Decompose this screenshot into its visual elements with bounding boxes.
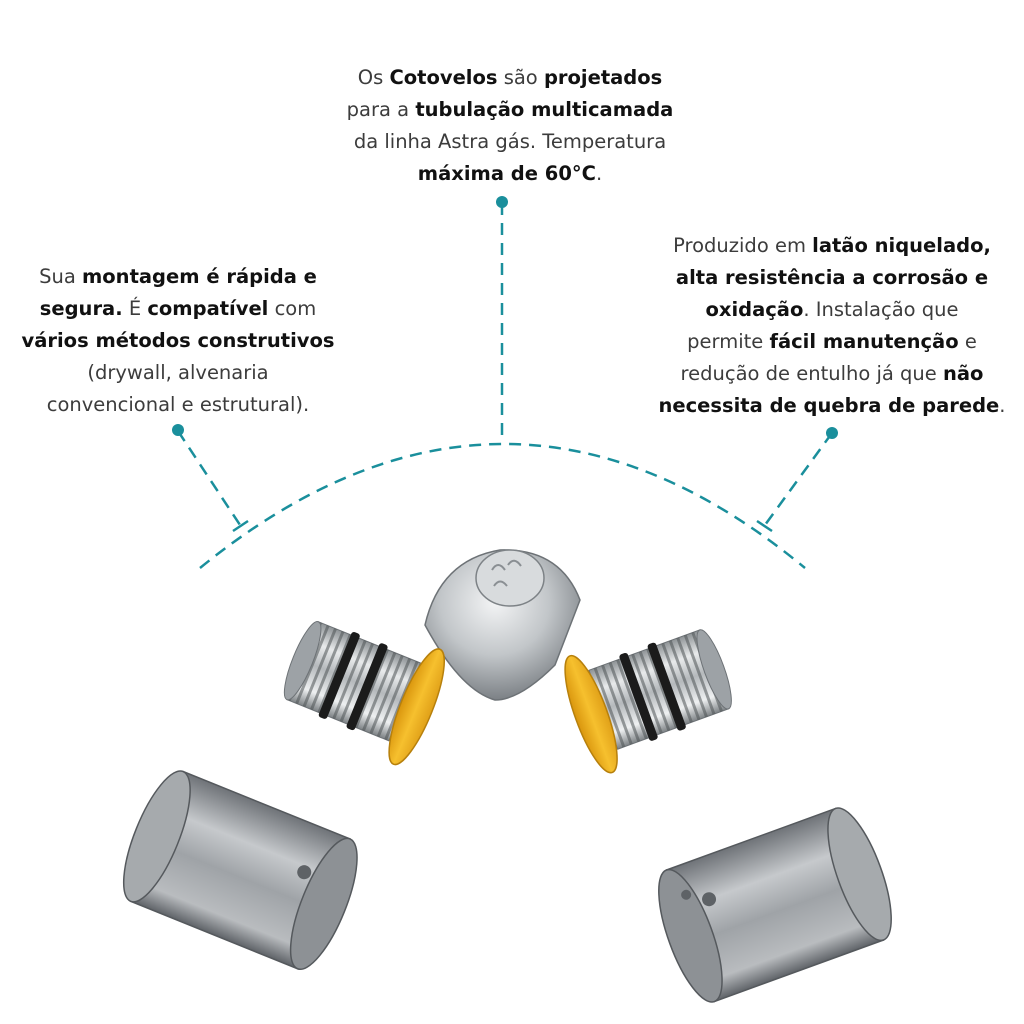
bold-text: Cotovelos: [389, 66, 498, 89]
bold-text: não: [943, 362, 984, 385]
bold-text: vários métodos construtivos: [21, 329, 335, 352]
connector-dot-left: [172, 424, 184, 436]
callout-line: convencional e estrutural).: [0, 389, 356, 421]
text: e: [958, 330, 977, 353]
callout-line: redução de entulho já que não: [640, 358, 1024, 390]
bold-text: montagem é rápida e: [81, 265, 317, 288]
text: com: [268, 297, 317, 320]
text: Os: [357, 66, 390, 89]
text: .: [595, 162, 603, 185]
bold-text: segura.: [39, 297, 123, 320]
callout-line: segura. É compatível com: [0, 293, 356, 325]
text: É: [122, 297, 148, 320]
text: redução de entulho já que: [680, 362, 943, 385]
bold-text: latão niquelado,: [812, 234, 991, 257]
bold-text: oxidação: [705, 298, 804, 321]
text: Sua: [39, 265, 82, 288]
connector-dot-right: [826, 427, 838, 439]
text: (drywall, alvenaria: [87, 361, 269, 384]
bold-text: projetados: [543, 66, 663, 89]
callout-line: (drywall, alvenaria: [0, 357, 356, 389]
callout-line: para a tubulação multicamada: [300, 94, 720, 126]
text: .: [999, 394, 1006, 417]
text: para a: [346, 98, 416, 121]
text: são: [497, 66, 544, 89]
bold-text: fácil manutenção: [769, 330, 959, 353]
connector-left: [176, 430, 242, 526]
text: permite: [687, 330, 770, 353]
elbow-fitting-image: [283, 549, 732, 774]
callout-line: da linha Astra gás. Temperatura: [300, 126, 720, 158]
text: da linha Astra gás. Temperatura: [353, 130, 667, 153]
callout-line: permite fácil manutenção e: [640, 326, 1024, 358]
bold-text: necessita de quebra de parede: [658, 394, 1000, 417]
text: convencional e estrutural).: [46, 393, 310, 416]
callout-line: oxidação. Instalação que: [640, 294, 1024, 326]
connector-dot-top: [496, 196, 508, 208]
connector-right: [763, 432, 834, 526]
callout-line: vários métodos construtivos: [0, 325, 356, 357]
text: Produzido em: [673, 234, 813, 257]
callout-line: Os Cotovelos são projetados: [300, 62, 720, 94]
press-sleeve-left-image: [122, 770, 358, 971]
callout-line: alta resistência a corrosão e: [640, 262, 1024, 294]
bold-text: tubulação multicamada: [415, 98, 674, 121]
bold-text: compatível: [147, 297, 269, 320]
callout-right: Produzido em latão niquelado, alta resist…: [640, 230, 1024, 422]
text: . Instalação que: [803, 298, 959, 321]
bold-text: máxima de 60°C: [417, 162, 596, 185]
press-sleeve-right-image: [658, 807, 892, 1003]
callout-line: Produzido em latão niquelado,: [640, 230, 1024, 262]
callout-line: máxima de 60°C.: [300, 158, 720, 190]
callout-line: necessita de quebra de parede.: [640, 390, 1024, 422]
callout-line: Sua montagem é rápida e: [0, 261, 356, 293]
bold-text: alta resistência a corrosão e: [675, 266, 989, 289]
dashed-arc: [199, 442, 806, 569]
